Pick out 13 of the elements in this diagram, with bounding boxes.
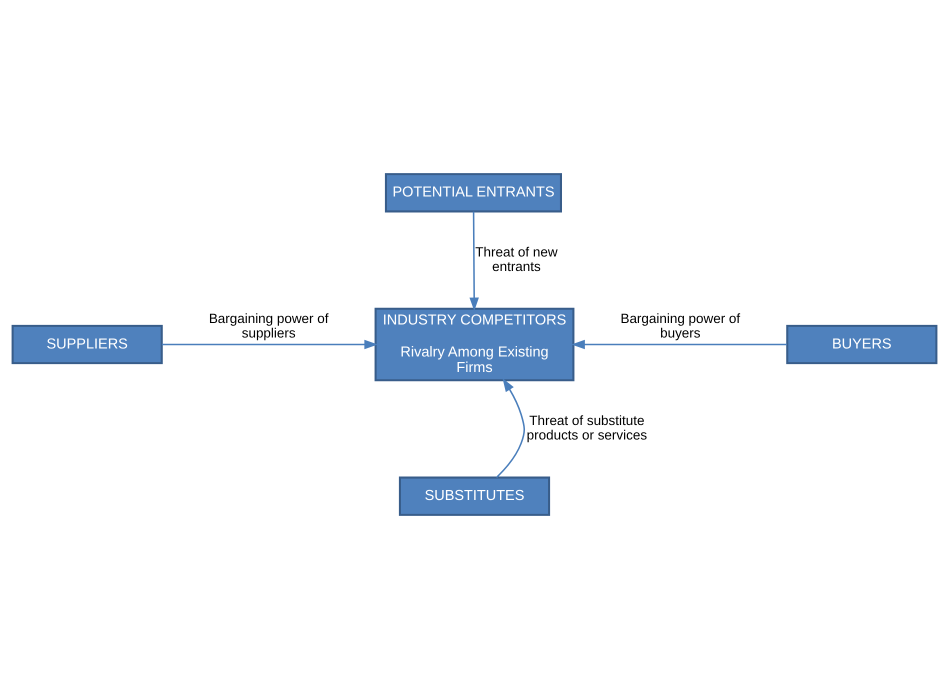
arrow: [496, 378, 526, 478]
arrow: [162, 339, 378, 349]
node-box: SUBSTITUTES: [398, 476, 550, 516]
node-box: POTENTIAL ENTRANTS: [384, 172, 562, 212]
edge-label: Threat of new entrants: [475, 244, 558, 274]
node-box: BUYERS: [786, 324, 938, 364]
edge-label: Bargaining power of suppliers: [208, 310, 329, 340]
node-box: SUPPLIERS: [12, 324, 163, 364]
node-box: INDUSTRY COMPETITORS Rivalry Among Existing Firms: [374, 307, 574, 381]
arrow: [571, 339, 787, 349]
edge-label: Threat of substitute products or services: [526, 412, 648, 442]
edge-label: Bargaining power of buyers: [620, 310, 740, 340]
arrow: [469, 211, 479, 311]
